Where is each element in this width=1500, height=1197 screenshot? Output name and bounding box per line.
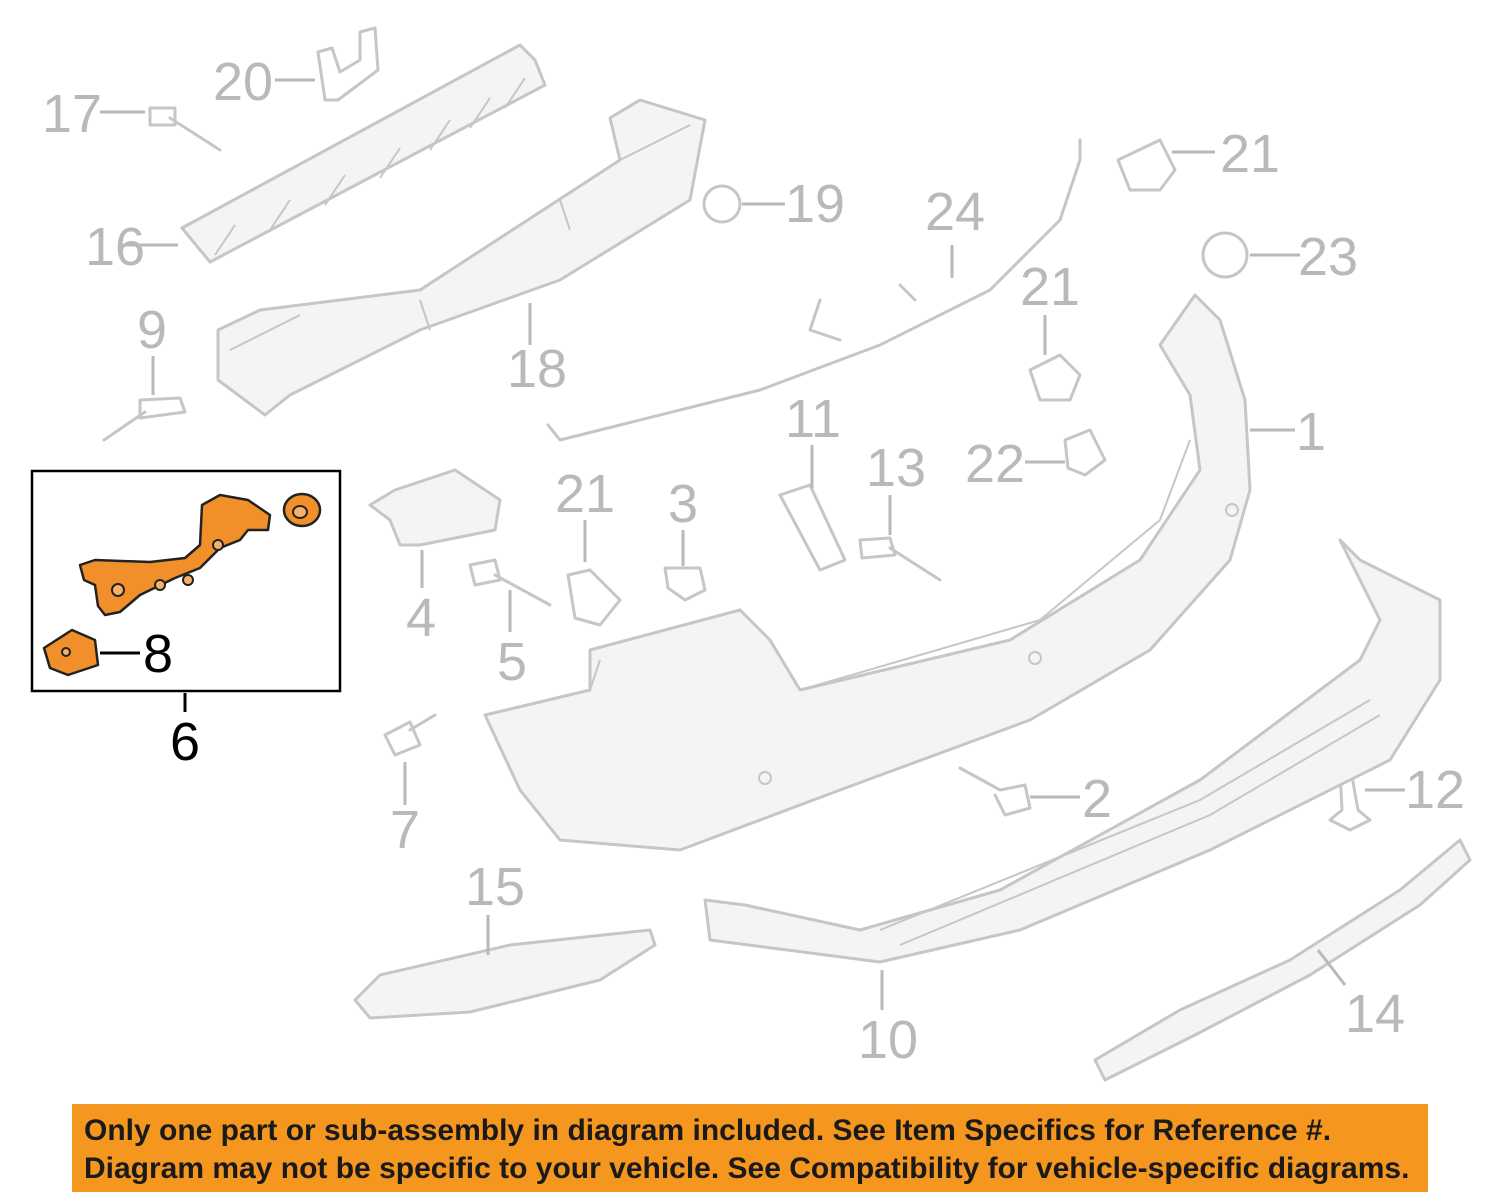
- part-23-grommet: [1201, 231, 1249, 279]
- callout-24: 24: [925, 182, 985, 242]
- part-21-sensor-top: [1116, 138, 1177, 192]
- callout-9: 9: [137, 300, 167, 360]
- disclaimer-line-2: Diagram may not be specific to your vehi…: [84, 1152, 1410, 1185]
- callout-14: 14: [1345, 984, 1405, 1044]
- part-17-pin: [148, 106, 222, 152]
- callout-16: 16: [85, 217, 145, 277]
- callout-15: 15: [465, 857, 525, 917]
- part-21-sensor-mid: [1028, 353, 1082, 402]
- callout-20: 20: [213, 52, 273, 112]
- callout-8: 8: [143, 624, 173, 684]
- callout-21-top: 21: [1220, 124, 1280, 184]
- callout-22: 22: [965, 434, 1025, 494]
- callout-23: 23: [1298, 227, 1358, 287]
- part-3-clip: [663, 566, 707, 602]
- callout-18: 18: [507, 339, 567, 399]
- part-4-bracket: [368, 468, 502, 547]
- leader-lines: [100, 78, 1405, 1010]
- part-16-absorber: [180, 43, 547, 264]
- callout-21-low: 21: [555, 464, 615, 524]
- disclaimer-line-1: Only one part or sub-assembly in diagram…: [84, 1114, 1332, 1147]
- part-13-bolt: [858, 536, 942, 582]
- part-7-bolt: [383, 713, 437, 757]
- part-20-bracket: [316, 26, 380, 102]
- part-8-clip-highlighted: [42, 628, 100, 677]
- callout-2: 2: [1082, 769, 1112, 829]
- disclaimer-banner: Only one part or sub-assembly in diagram…: [72, 1104, 1428, 1192]
- callout-13: 13: [866, 438, 926, 498]
- part-21-sensor-low: [566, 568, 622, 627]
- part-11-bracket: [778, 483, 847, 572]
- callout-4: 4: [406, 588, 436, 648]
- highlight-assembly-box: [30, 469, 342, 693]
- part-2-bolt: [958, 766, 1032, 817]
- part-5-bolt: [468, 558, 552, 607]
- callout-3: 3: [668, 474, 698, 534]
- part-1-bumper-cover: [483, 293, 1252, 852]
- part-18-reinforcement: [216, 98, 707, 417]
- callout-1: 1: [1296, 402, 1326, 462]
- part-22-grommet: [1063, 428, 1107, 477]
- grommet-highlighted: [282, 492, 322, 528]
- callout-12: 12: [1405, 760, 1465, 820]
- callout-11: 11: [785, 389, 841, 449]
- part-9-pin: [102, 396, 187, 442]
- callout-17: 17: [42, 84, 102, 144]
- part-19-nut: [702, 184, 742, 224]
- part-6-bracket-highlighted: [78, 493, 272, 617]
- callout-5: 5: [497, 632, 527, 692]
- part-14-trim-strip: [1093, 838, 1472, 1082]
- callout-19: 19: [785, 174, 845, 234]
- callout-21-mid: 21: [1020, 257, 1080, 317]
- part-10-valance: [703, 538, 1442, 964]
- callout-6: 6: [170, 712, 200, 772]
- part-15-reflector: [353, 928, 657, 1020]
- part-24-harness: [546, 138, 1082, 442]
- callout-7: 7: [390, 800, 420, 860]
- callout-10: 10: [858, 1010, 918, 1070]
